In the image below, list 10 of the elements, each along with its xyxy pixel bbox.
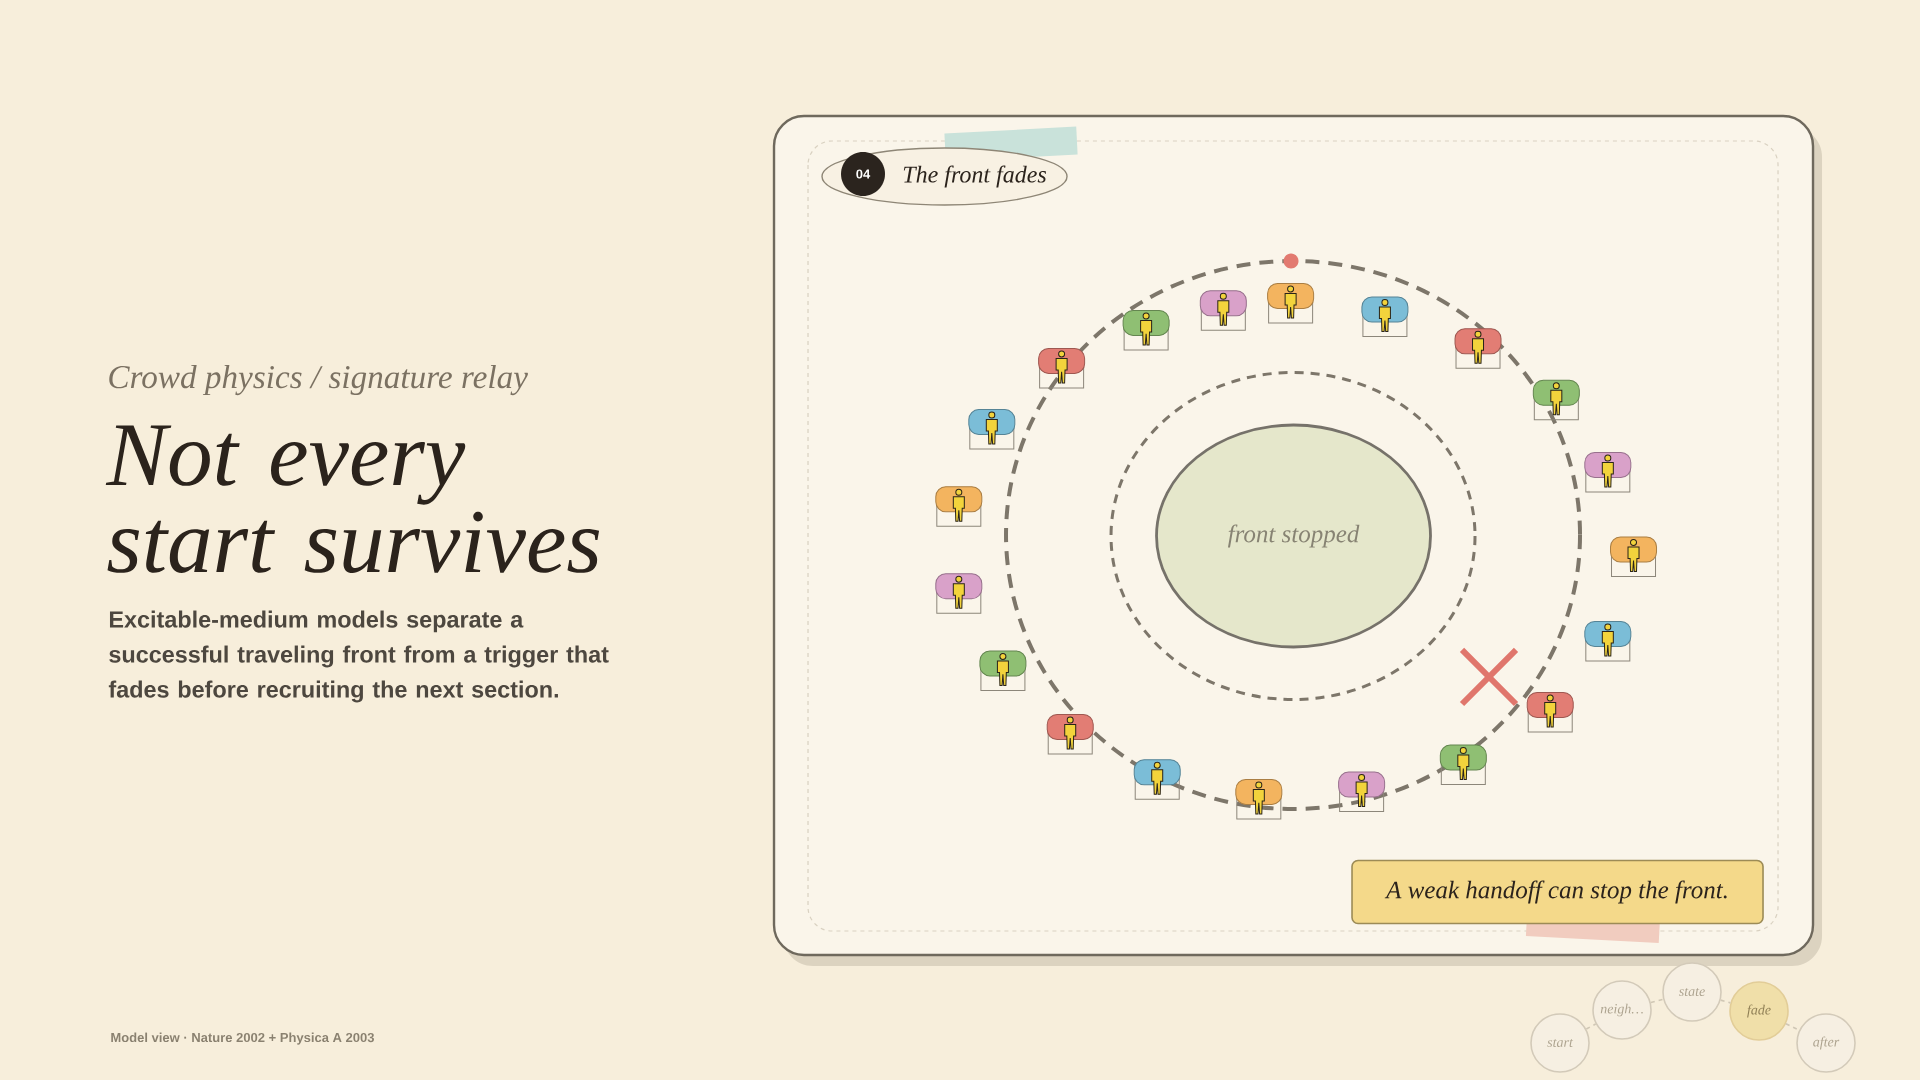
dashed-connector [1719, 999, 1732, 1004]
dashed-connector [1585, 1023, 1597, 1030]
title: Not every start survives [105, 425, 600, 574]
sticky-note: A weak handoff can stop the front. [1351, 859, 1764, 925]
dashed-connector [1650, 998, 1664, 1004]
subtitle: Crowd physics / signature relay [109, 364, 528, 396]
footnote: Model view · Nature 2002 + Physica A 2003 [111, 1032, 374, 1045]
body-text: Excitable-medium models separate a successful traveling front from a trigger that fades before recruiting the next section. [108, 610, 609, 703]
dashed-connector [1785, 1023, 1800, 1031]
number-badge: 04 [841, 152, 885, 196]
